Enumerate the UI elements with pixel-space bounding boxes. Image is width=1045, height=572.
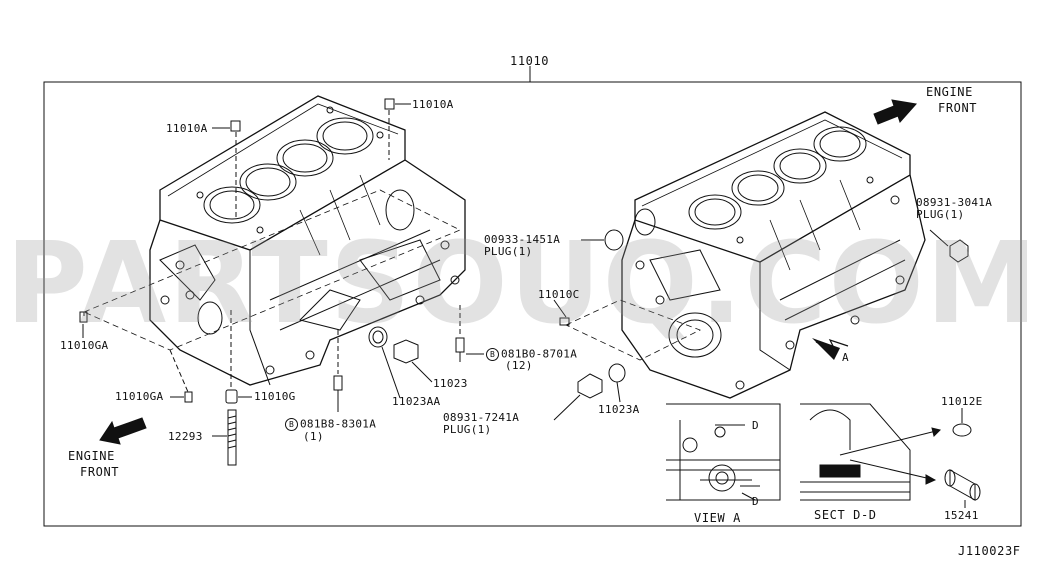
label-plug-00933-code[interactable]: 00933-1451A xyxy=(484,233,561,246)
label-bolt-081B0-qty: (12) xyxy=(505,359,533,372)
left-engine-block xyxy=(149,95,466,386)
label-plug-08931-7241-name: PLUG(1) xyxy=(443,423,492,436)
label-sect-dd: SECT D-D xyxy=(814,508,877,522)
label-view-a: VIEW A xyxy=(694,511,741,525)
b-marker-icon: B xyxy=(285,418,298,431)
label-plug-08931-3041-name: PLUG(1) xyxy=(916,208,965,221)
label-bolt-081B8-qty: (1) xyxy=(303,430,324,443)
right-engine-block xyxy=(621,111,926,399)
label-main-part[interactable]: 11010 xyxy=(510,54,550,68)
label-11023A[interactable]: 11023A xyxy=(598,403,640,416)
label-plug-08931-7241-code[interactable]: 08931-7241A xyxy=(443,411,520,424)
label-11023AA[interactable]: 11023AA xyxy=(392,395,441,408)
label-11023[interactable]: 11023 xyxy=(433,377,468,390)
label-12293[interactable]: 12293 xyxy=(168,430,203,443)
main-frame xyxy=(43,81,1022,527)
label-11010GA-1[interactable]: 11010GA xyxy=(60,339,109,352)
label-15241[interactable]: 15241 xyxy=(944,509,979,522)
engine-front-arrow-right xyxy=(873,99,917,125)
sect-dd-inset xyxy=(800,403,941,501)
d-marker-1: D xyxy=(752,419,759,432)
d-marker-2: D xyxy=(752,495,759,508)
engine-front-left-line1: ENGINE xyxy=(68,449,115,463)
bolt-081B8-code: 081B8-8301A xyxy=(300,417,377,431)
engine-front-right-line2: FRONT xyxy=(938,101,978,115)
b-marker-icon-2: B xyxy=(486,348,499,361)
view-a-marker: A xyxy=(842,351,849,364)
diagram-code: J110023F xyxy=(958,544,1021,558)
label-11010A-left[interactable]: 11010A xyxy=(166,122,208,135)
label-11010C[interactable]: 11010C xyxy=(538,288,580,301)
label-plug-08931-3041-code[interactable]: 08931-3041A xyxy=(916,196,993,209)
engine-front-left-line2: FRONT xyxy=(80,465,120,479)
label-11010G[interactable]: 11010G xyxy=(254,390,296,403)
bolt-081B0-code: 081B0-8701A xyxy=(501,347,578,361)
engine-front-right-line1: ENGINE xyxy=(926,85,973,99)
label-11010A-top[interactable]: 11010A xyxy=(412,98,454,111)
watermark: PARTSOUQ.COM xyxy=(5,219,1040,349)
label-11010GA-2[interactable]: 11010GA xyxy=(115,390,164,403)
label-11012E[interactable]: 11012E xyxy=(941,395,983,408)
engine-front-arrow-left xyxy=(99,417,147,445)
label-plug-00933-name: PLUG(1) xyxy=(484,245,533,258)
view-a-inset xyxy=(666,403,781,501)
